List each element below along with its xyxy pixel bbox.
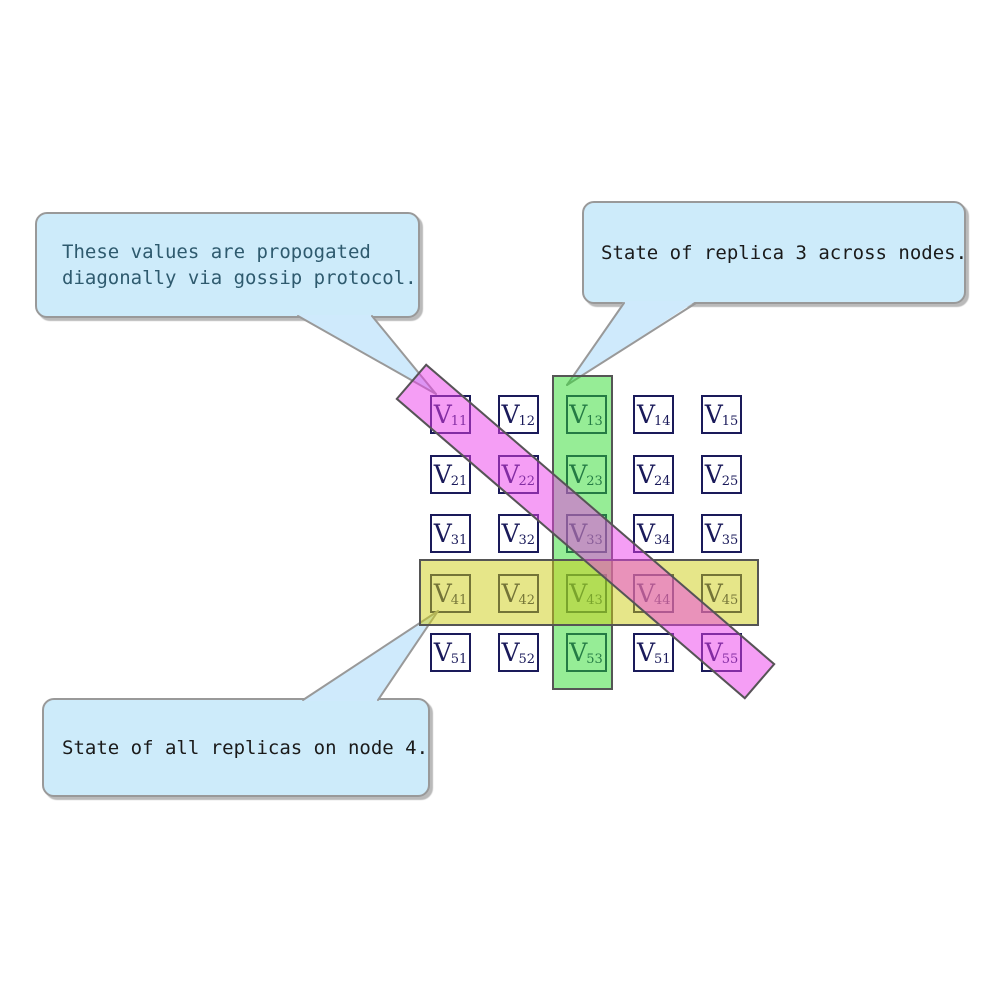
cell-subscript: 25 [721,473,739,489]
cell-symbol: V [636,459,655,489]
cell-symbol: V [501,638,520,667]
cell-symbol: V [433,459,452,489]
node4-row-highlight [419,559,759,626]
cell-subscript: 32 [518,533,536,548]
cell-subscript: 14 [654,414,671,429]
cell-subscript: 51 [450,652,468,667]
cell-symbol: V [501,519,520,548]
cell-subscript: 34 [654,533,671,548]
cell-subscript: 24 [654,473,671,489]
cell-symbol: V [704,400,723,429]
callout-gossip-protocol: These values are propogated diagonally v… [35,212,420,318]
cell-symbol: V [433,638,452,667]
cell-subscript: 21 [450,473,468,489]
cell-subscript: 31 [450,533,468,548]
callout-node4-text: State of all replicas on node 4. [62,736,429,759]
cell-subscript: 52 [518,652,536,667]
callout-replica3-text: State of replica 3 across nodes. [601,241,968,264]
cell-symbol: V [636,519,655,548]
cell-subscript: 51 [654,652,671,667]
callout-gossip-line1: These values are propogated [62,241,371,263]
cell-subscript: 12 [518,414,536,429]
cell-symbol: V [433,519,452,548]
cell-symbol: V [501,400,520,429]
cell-subscript: 35 [721,533,739,548]
cell-symbol: V [636,638,655,667]
cell-subscript: 15 [721,414,739,429]
cell-symbol: V [636,400,655,429]
cell-symbol: V [704,519,723,548]
callout-replica3: State of replica 3 across nodes. [582,201,968,304]
callout-node4: State of all replicas on node 4. [42,698,430,797]
cell-symbol: V [704,459,723,489]
node4-callout-tail [302,610,439,701]
replica3-callout-tail [566,301,697,386]
callout-gossip-line2: diagonally via gossip protocol. [62,267,417,289]
